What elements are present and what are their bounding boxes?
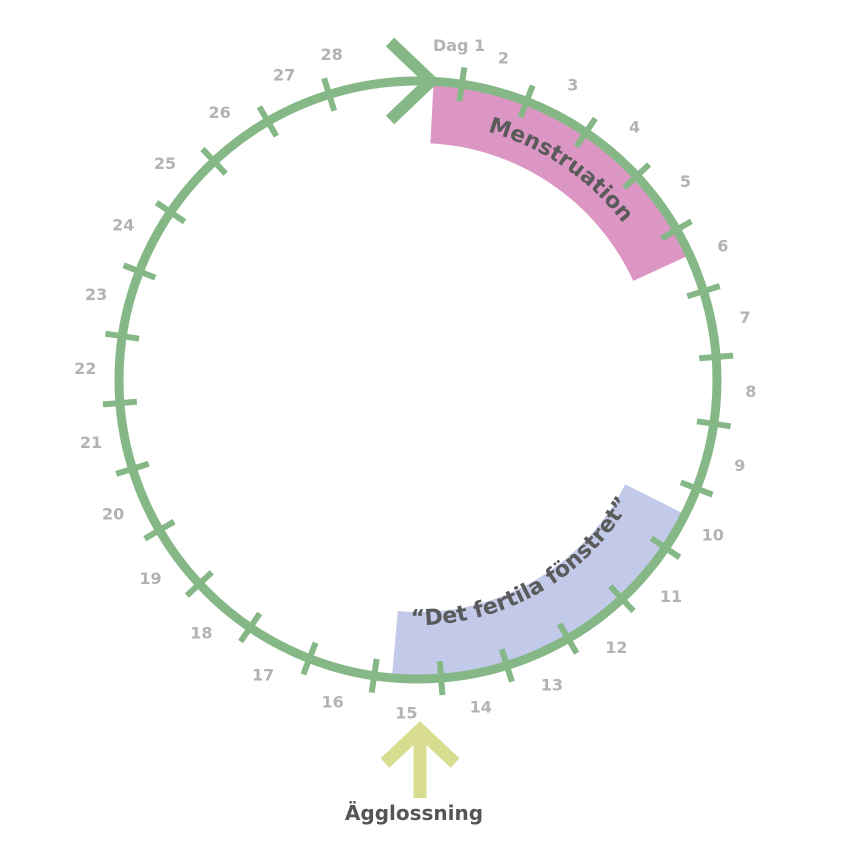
day-tick (573, 116, 598, 149)
chevron-right-icon (385, 37, 440, 125)
day-tick (696, 418, 732, 430)
day-label: 15 (395, 703, 417, 722)
day-tick (649, 535, 682, 560)
day-label: 17 (252, 665, 274, 684)
day-label: 9 (734, 456, 745, 475)
day-label: 23 (85, 285, 107, 304)
day-tick (622, 162, 652, 190)
day-tick (368, 658, 380, 694)
day-label: 14 (470, 698, 492, 717)
day-label: 7 (739, 308, 750, 327)
day-label: 27 (273, 66, 295, 85)
day-tick (698, 352, 734, 362)
day-label: Dag 1 (433, 36, 485, 55)
day-tick (660, 218, 693, 241)
day-label: 19 (139, 569, 161, 588)
day-tick (686, 283, 721, 300)
day-tick (238, 611, 263, 644)
day-label: 28 (320, 45, 342, 64)
cycle-ring (114, 76, 722, 684)
day-tick (104, 330, 140, 342)
day-label: 16 (321, 692, 343, 711)
day-label: 5 (680, 172, 691, 191)
day-tick (122, 262, 157, 281)
day-label: 18 (190, 623, 212, 642)
day-tick (557, 622, 580, 655)
day-label: 6 (717, 237, 728, 256)
day-label: 13 (541, 675, 563, 694)
day-tick (321, 77, 338, 112)
day-labels: Dag 123456789101112131415161718192021222… (74, 36, 756, 722)
day-label: 8 (745, 382, 756, 401)
day-label: 11 (660, 587, 682, 606)
day-label: 24 (112, 216, 134, 235)
day-label: 20 (102, 504, 124, 523)
day-tick (517, 84, 536, 119)
day-label: 25 (154, 154, 176, 173)
day-tick (498, 648, 515, 683)
day-label: 21 (80, 433, 102, 452)
day-label: 10 (702, 525, 724, 544)
day-tick (300, 641, 319, 676)
day-tick (184, 570, 214, 598)
day-label: 3 (567, 76, 578, 95)
day-tick (115, 460, 150, 477)
phase-bands (392, 84, 687, 677)
day-label: 2 (498, 49, 509, 68)
day-tick (679, 479, 714, 498)
day-tick (200, 146, 228, 176)
day-label: 26 (208, 103, 230, 122)
day-label: 22 (74, 359, 96, 378)
ovulation-label: Ägglossning (345, 801, 483, 825)
day-label: 12 (605, 638, 627, 657)
day-ticks (102, 66, 734, 696)
day-tick (102, 398, 138, 408)
day-tick (436, 660, 446, 696)
day-tick (256, 105, 279, 138)
menstruation-band (430, 84, 687, 281)
day-tick (608, 584, 636, 614)
fertile-window-band (392, 484, 683, 677)
arrow-up-icon (380, 721, 460, 798)
day-tick (456, 66, 468, 102)
day-label: 4 (629, 118, 640, 137)
day-tick (154, 200, 187, 225)
day-tick (143, 519, 176, 542)
